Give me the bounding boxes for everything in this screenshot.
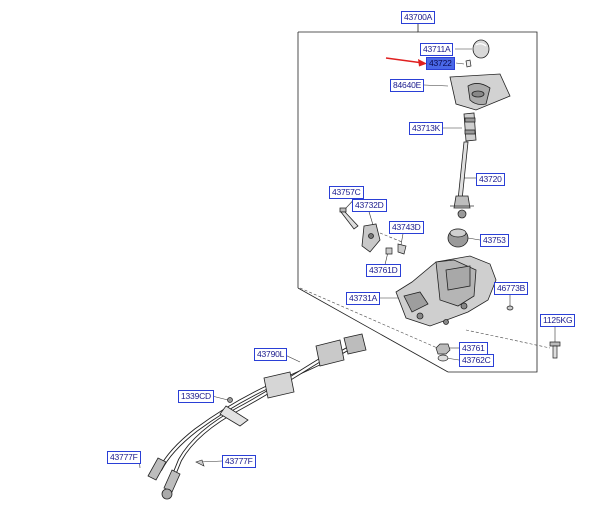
part-label-43777F-mid[interactable]: 43777F	[222, 455, 256, 468]
assembly-label[interactable]: 43700A	[401, 11, 436, 24]
bushing-part	[447, 228, 469, 248]
part-label-43777F-left[interactable]: 43777F	[107, 451, 141, 464]
part-label-43761D[interactable]: 43761D	[366, 264, 401, 277]
pin-parts	[385, 243, 407, 255]
bracket-part	[361, 223, 381, 253]
nut-parts	[435, 343, 451, 362]
shift-knob-part	[472, 39, 490, 59]
part-label-46773B[interactable]: 46773B	[494, 282, 529, 295]
part-label-43762C[interactable]: 43762C	[459, 354, 494, 367]
part-label-43711A[interactable]: 43711A	[420, 43, 454, 56]
part-label-43722-selected[interactable]: 43722	[426, 57, 455, 70]
part-label-43757C[interactable]: 43757C	[329, 186, 364, 199]
shaft-part	[450, 141, 474, 219]
part-label-43753[interactable]: 43753	[480, 234, 509, 247]
part-label-84640E[interactable]: 84640E	[390, 79, 425, 92]
part-label-43720[interactable]: 43720	[476, 173, 505, 186]
bolt-part	[339, 207, 359, 230]
boot-part	[449, 73, 511, 111]
base-housing-part	[395, 255, 497, 327]
mount-bolt-part	[549, 341, 561, 359]
cable-assembly-part	[147, 333, 367, 500]
part-label-43790L[interactable]: 43790L	[254, 348, 288, 361]
lever-part	[463, 112, 477, 142]
screw-part	[506, 305, 514, 311]
part-label-43732D[interactable]: 43732D	[352, 199, 387, 212]
leader-lines	[138, 48, 556, 469]
dashed-lines	[299, 232, 551, 351]
part-label-43731A[interactable]: 43731A	[346, 292, 381, 305]
part-label-1125KG[interactable]: 1125KG	[540, 314, 576, 327]
clip-part	[465, 59, 472, 68]
part-label-43743D[interactable]: 43743D	[389, 221, 424, 234]
highlight-arrow	[385, 57, 427, 67]
part-label-43713K[interactable]: 43713K	[409, 122, 444, 135]
assembly-frame	[297, 22, 538, 373]
part-label-1339CD[interactable]: 1339CD	[178, 390, 214, 403]
